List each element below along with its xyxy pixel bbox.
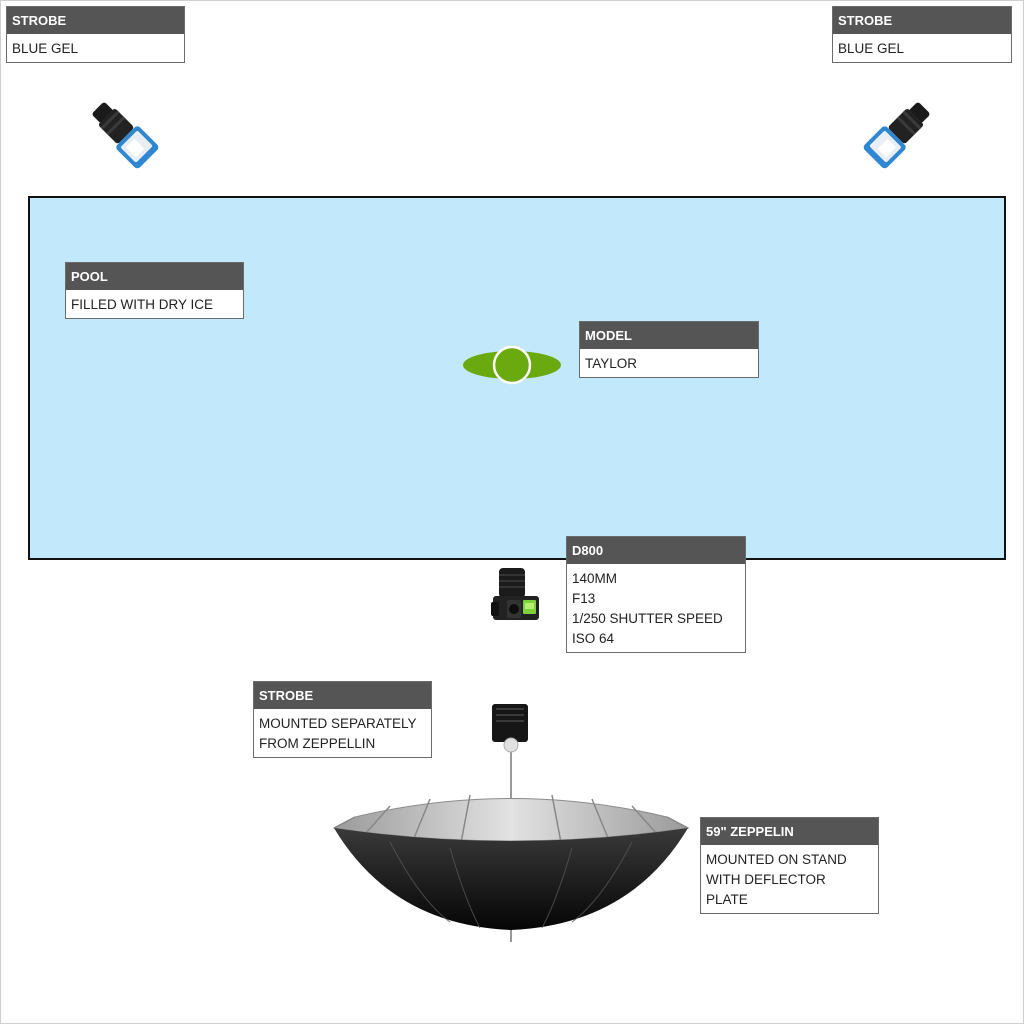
umbrella-icon <box>332 704 690 942</box>
label-line: MOUNTED ON STAND <box>706 852 847 867</box>
strobe-icon <box>92 102 159 169</box>
label-line: 1/250 SHUTTER SPEED <box>572 611 723 626</box>
label-line: 140MM <box>572 571 618 586</box>
pool-area <box>28 196 1006 560</box>
label-line: FROM ZEPPELLIN <box>259 736 376 751</box>
pool-label: POOL FILLED WITH DRY ICE <box>65 262 244 319</box>
label-line: BLUE GEL <box>12 41 79 56</box>
label-line: PLATE <box>706 892 748 907</box>
model-label: MODEL TAYLOR <box>579 321 759 378</box>
camera-icon <box>491 568 539 620</box>
label-line: BLUE GEL <box>838 41 905 56</box>
label-line: WITH DEFLECTOR <box>706 872 826 887</box>
label-line: FILLED WITH DRY ICE <box>71 297 214 312</box>
strobe-bottom-label: STROBE MOUNTED SEPARATELY FROM ZEPPELLIN <box>253 681 432 758</box>
model-icon <box>463 345 561 385</box>
label-title: 59" ZEPPELIN <box>701 818 878 845</box>
label-line: MOUNTED SEPARATELY <box>259 716 417 731</box>
label-title: MODEL <box>580 322 758 349</box>
camera-label: D800 140MM F13 1/250 SHUTTER SPEED ISO 6… <box>566 536 746 653</box>
zeppelin-label: 59" ZEPPELIN MOUNTED ON STAND WITH DEFLE… <box>700 817 879 914</box>
label-title: STROBE <box>7 7 184 34</box>
label-line: TAYLOR <box>585 356 638 371</box>
strobe-icon <box>863 102 930 169</box>
label-title: STROBE <box>833 7 1011 34</box>
label-title: POOL <box>66 263 243 290</box>
label-line: F13 <box>572 591 596 606</box>
strobe-right-label: STROBE BLUE GEL <box>832 6 1012 63</box>
label-title: D800 <box>567 537 745 564</box>
label-title: STROBE <box>254 682 431 709</box>
label-line: ISO 64 <box>572 631 615 646</box>
strobe-left-label: STROBE BLUE GEL <box>6 6 185 63</box>
